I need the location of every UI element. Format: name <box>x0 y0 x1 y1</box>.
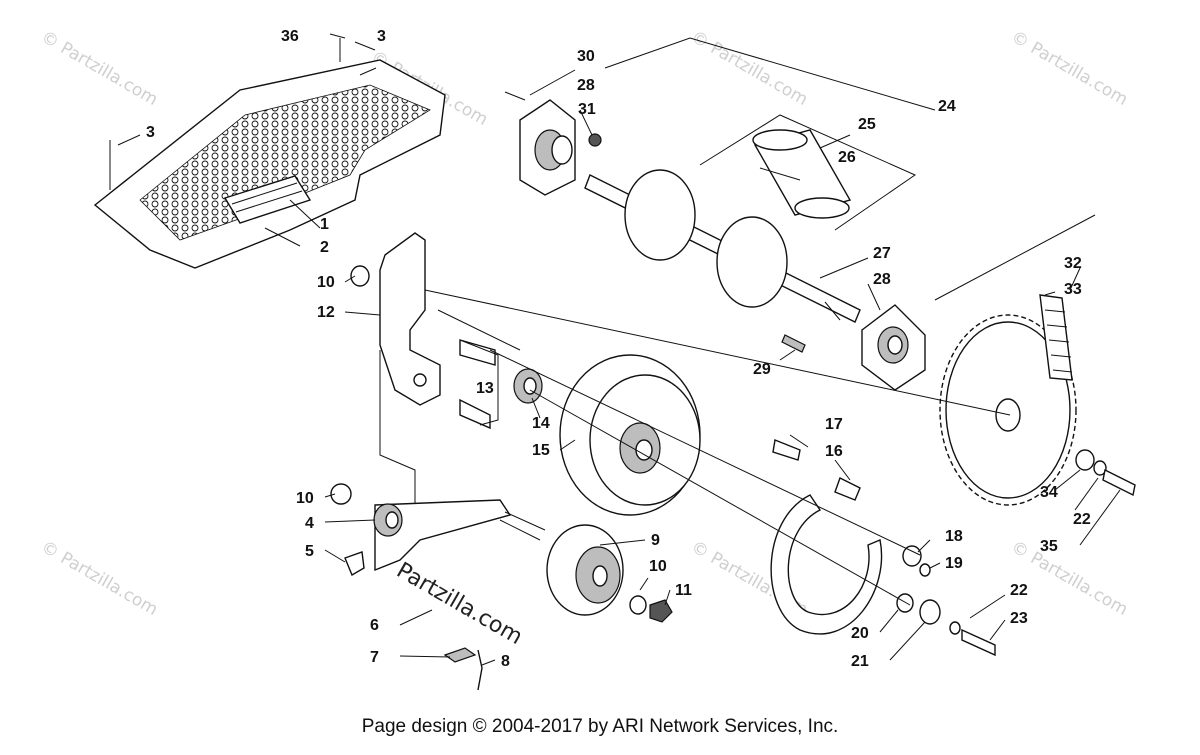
drive-chain <box>1039 294 1073 381</box>
idler-pulley <box>546 524 673 623</box>
callout-10: 10 <box>317 274 335 291</box>
watermark: © Partzilla.com <box>1008 537 1132 620</box>
callout-12: 12 <box>317 304 335 321</box>
callout-10: 10 <box>296 490 314 507</box>
callout-29: 29 <box>753 361 771 378</box>
callout-14: 14 <box>532 415 550 432</box>
callout-15: 15 <box>532 442 550 459</box>
jackshaft-assembly <box>504 91 926 391</box>
callout-34: 34 <box>1040 484 1058 501</box>
callout-25: 25 <box>858 116 876 133</box>
callout-23: 23 <box>1010 610 1028 627</box>
callout-3: 3 <box>377 28 386 45</box>
page-footer: Page design © 2004-2017 by ARI Network S… <box>361 716 839 737</box>
callout-28: 28 <box>577 77 595 94</box>
callout-30: 30 <box>577 48 595 65</box>
callout-8: 8 <box>501 653 510 670</box>
leader-lines <box>117 33 1121 666</box>
callout-28: 28 <box>873 271 891 288</box>
callout-20: 20 <box>851 625 869 642</box>
callout-6: 6 <box>370 617 379 634</box>
callout-19: 19 <box>945 555 963 572</box>
callout-3: 3 <box>146 124 155 141</box>
callout-21: 21 <box>851 653 869 670</box>
callout-26: 26 <box>838 149 856 166</box>
small-hardware-left <box>330 265 543 691</box>
callout-4: 4 <box>305 515 314 532</box>
mounting-bracket <box>379 232 441 505</box>
callout-10: 10 <box>649 558 667 575</box>
watermark: © Partzilla.com <box>38 27 162 110</box>
callout-1: 1 <box>320 216 329 233</box>
callout-5: 5 <box>305 543 314 560</box>
assembly-lines <box>424 37 1096 606</box>
callout-22: 22 <box>1010 582 1028 599</box>
callout-31: 31 <box>578 101 596 118</box>
callout-11: 11 <box>675 582 692 599</box>
callout-13: 13 <box>476 380 494 397</box>
brake-drum <box>559 354 701 516</box>
sprocket <box>939 314 1136 506</box>
floorboard-panel <box>93 38 446 269</box>
callout-9: 9 <box>651 532 660 549</box>
callout-2: 2 <box>320 239 329 256</box>
brake-band <box>770 439 996 657</box>
watermark: © Partzilla.com <box>1008 27 1132 110</box>
callout-24: 24 <box>938 98 956 115</box>
callout-22: 22 <box>1073 511 1091 528</box>
callout-35: 35 <box>1040 538 1058 555</box>
brake-arm <box>373 499 546 572</box>
callout-17: 17 <box>825 416 843 433</box>
callout-16: 16 <box>825 443 843 460</box>
callout-18: 18 <box>945 528 963 545</box>
callout-36: 36 <box>281 28 299 45</box>
callout-labels: 1 2 3 3 4 5 6 7 8 9 10 10 10 11 12 13 14… <box>146 28 1091 670</box>
callout-7: 7 <box>370 649 379 666</box>
watermark: © Partzilla.com <box>38 537 162 620</box>
callout-27: 27 <box>873 245 891 262</box>
callout-33: 33 <box>1064 281 1082 298</box>
callout-32: 32 <box>1064 255 1082 272</box>
